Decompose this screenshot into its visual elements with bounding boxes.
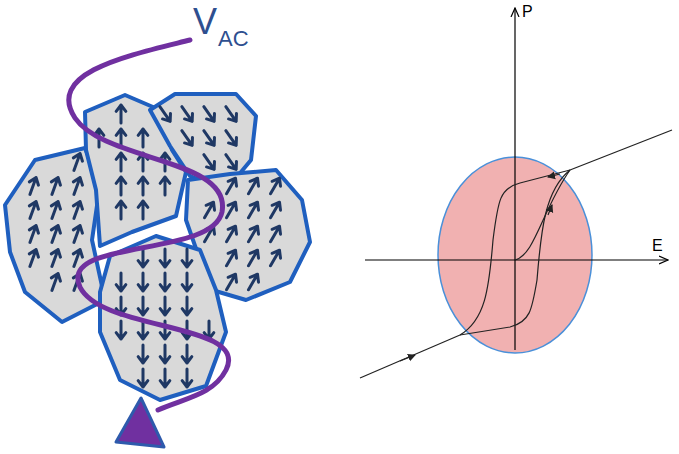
grain <box>85 95 186 246</box>
domain-arrow <box>51 250 60 267</box>
loop-arrow <box>548 205 552 215</box>
domain-arrow <box>182 345 192 363</box>
domain-arrow <box>51 226 60 243</box>
domain-arrow <box>249 202 259 218</box>
domain-arrow <box>138 273 148 291</box>
domain-arrow <box>182 249 192 267</box>
domain-arrow <box>29 202 38 219</box>
domain-arrow <box>204 107 215 122</box>
domain-arrow <box>249 250 259 266</box>
domain-arrow <box>160 107 171 122</box>
grain <box>100 236 226 400</box>
initial-curve <box>515 170 570 260</box>
domain-arrow <box>226 107 237 122</box>
ac-wave <box>69 40 229 410</box>
domain-arrow <box>29 226 38 243</box>
domain-arrow <box>160 369 170 387</box>
domain-arrow <box>249 274 259 290</box>
axis-label: P <box>522 4 533 20</box>
domain-arrow <box>73 226 82 243</box>
domain-arrow <box>271 178 281 194</box>
domain-arrow <box>51 274 60 291</box>
domain-arrow <box>116 105 126 123</box>
domain-arrow <box>226 155 237 170</box>
domain-arrow <box>205 202 215 218</box>
domain-arrow <box>182 107 193 122</box>
domain-arrow <box>160 177 170 195</box>
domain-arrow <box>182 297 192 315</box>
domain-arrow <box>29 178 38 195</box>
voltage-symbol: V <box>193 4 217 40</box>
domain-arrow <box>204 155 215 170</box>
saturation-line <box>570 130 672 170</box>
domain-arrow <box>73 202 82 219</box>
voltage-subscript: AC <box>218 28 249 50</box>
domain-arrow <box>227 274 237 290</box>
domain-arrow <box>226 131 237 146</box>
domain-arrow <box>138 249 148 267</box>
domain-arrow <box>271 250 281 266</box>
domain-arrow <box>138 177 148 195</box>
saturation-line <box>360 335 460 378</box>
domain-arrow <box>227 178 237 194</box>
loop-arrow <box>400 355 415 361</box>
domain-arrow <box>138 201 148 219</box>
domain-arrow <box>29 250 38 267</box>
domain-arrow <box>51 202 60 219</box>
domain-arrow <box>116 177 126 195</box>
axis-label: E <box>652 238 663 254</box>
domain-arrow <box>271 226 281 242</box>
domain-arrow <box>138 345 148 363</box>
domain-arrow <box>160 297 170 315</box>
domain-arrow <box>271 202 281 218</box>
domain-arrow <box>227 250 237 266</box>
domain-arrow <box>182 369 192 387</box>
domain-arrow <box>116 273 126 291</box>
domain-arrow <box>116 153 126 171</box>
domain-arrow <box>138 129 148 147</box>
domain-arrow <box>73 178 82 195</box>
domain-arrow <box>204 131 215 146</box>
domain-arrow <box>73 250 82 267</box>
domain-arrow <box>182 273 192 291</box>
domain-arrow <box>160 249 170 267</box>
hysteresis-branch <box>460 170 570 335</box>
domain-arrow <box>138 297 148 315</box>
domain-arrow <box>73 154 82 171</box>
domain-arrow <box>51 178 60 195</box>
hysteresis-branch <box>460 170 570 335</box>
domain-arrow <box>249 178 259 194</box>
loop-arrow <box>548 174 560 177</box>
domain-arrow <box>182 131 193 146</box>
domain-arrow <box>227 202 237 218</box>
domain-arrow <box>116 201 126 219</box>
p-axis <box>514 8 515 350</box>
domain-arrow <box>160 345 170 363</box>
domain-arrow <box>116 321 126 339</box>
domain-arrow <box>249 226 259 242</box>
domain-arrow <box>227 226 237 242</box>
domain-arrow <box>160 273 170 291</box>
wave-arrowhead <box>116 398 164 447</box>
domain-arrow <box>138 369 148 387</box>
